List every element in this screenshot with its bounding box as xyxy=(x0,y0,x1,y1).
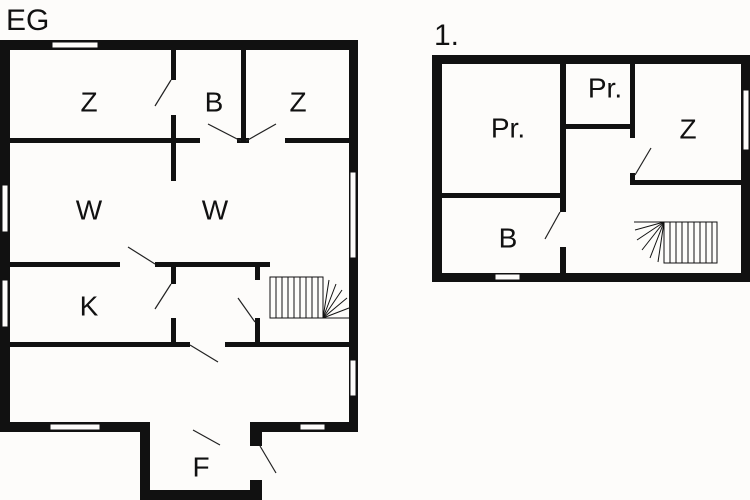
room-label-w: W xyxy=(202,195,229,226)
door-swing xyxy=(207,123,242,142)
first-floor-plan: 1. Pr. Pr. xyxy=(432,19,750,282)
room-label-pr: Pr. xyxy=(588,73,622,104)
window xyxy=(49,423,101,431)
door-swing xyxy=(237,297,256,323)
room-label-w: W xyxy=(76,195,103,226)
room-label-z: Z xyxy=(80,87,97,118)
door-swing xyxy=(154,283,172,310)
door-swing xyxy=(259,445,277,474)
window xyxy=(349,359,357,397)
staircase xyxy=(269,276,350,319)
room-label-pr: Pr. xyxy=(491,113,525,144)
ground-floor-plan: EG xyxy=(0,4,358,500)
window xyxy=(51,41,99,49)
staircase xyxy=(634,221,718,264)
floor-title-1: 1. xyxy=(434,19,459,52)
window xyxy=(1,184,9,233)
window xyxy=(494,273,521,281)
window xyxy=(1,279,9,328)
door-swing xyxy=(189,344,219,363)
floor-title-eg: EG xyxy=(6,4,49,37)
door-swing xyxy=(154,79,172,107)
room-label-z: Z xyxy=(679,114,696,145)
room-label-b: B xyxy=(499,223,518,254)
door-swing xyxy=(245,123,277,142)
window xyxy=(349,171,357,259)
door-swing xyxy=(192,429,221,446)
room-label-f: F xyxy=(192,452,209,483)
room-label-k: K xyxy=(80,291,99,322)
room-label-b: B xyxy=(205,87,224,118)
window xyxy=(299,423,326,431)
door-swing xyxy=(544,211,561,240)
door-swing xyxy=(127,246,156,265)
room-label-z: Z xyxy=(289,87,306,118)
door-swing xyxy=(634,147,652,176)
window xyxy=(742,89,750,151)
